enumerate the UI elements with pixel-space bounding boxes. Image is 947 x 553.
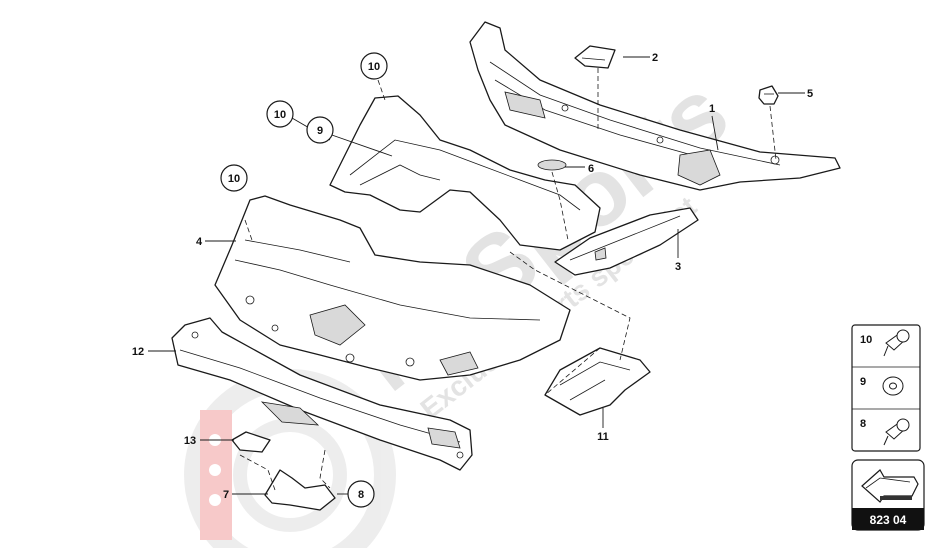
callout-10c-circle <box>220 164 248 192</box>
callout-10b: 10 <box>274 109 286 121</box>
callout-9: 9 <box>317 125 323 137</box>
part-3-side-panel <box>554 207 699 276</box>
reference-code: 823 04 <box>870 513 907 527</box>
legend-item-10-number: 10 <box>860 334 872 346</box>
screw-icon <box>883 329 910 357</box>
callout-6: 6 <box>588 163 594 175</box>
reference-box: 823 04 <box>851 459 925 531</box>
callout-4: 4 <box>196 236 203 248</box>
part-4-front-undertray <box>214 195 571 381</box>
callout-8-circle <box>347 480 375 508</box>
arrow-view-icon <box>861 469 919 503</box>
part-2-bracket <box>574 45 616 69</box>
part-11-guard-plate <box>544 347 651 416</box>
callout-5: 5 <box>807 88 813 100</box>
part-5-clip <box>758 85 779 105</box>
legend-item-8-number: 8 <box>860 418 866 430</box>
part-12-front-beam <box>171 317 473 471</box>
callout-9-circle <box>306 116 334 144</box>
callout-2: 2 <box>652 52 658 64</box>
washer-icon <box>882 376 904 396</box>
callout-11: 11 <box>597 431 609 443</box>
callout-1: 1 <box>709 103 715 115</box>
hardware-legend: 10 9 8 <box>851 324 921 452</box>
callout-7: 7 <box>223 489 229 501</box>
screw-icon <box>883 418 910 446</box>
callout-13: 13 <box>184 435 196 447</box>
callout-10a-circle <box>360 52 388 80</box>
callout-10a: 10 <box>368 61 380 73</box>
callout-10c: 10 <box>228 173 240 185</box>
part-13-bracket <box>231 431 271 453</box>
callout-10b-circle <box>266 100 294 128</box>
leader-lines <box>148 56 805 495</box>
legend-item-9-number: 9 <box>860 376 866 388</box>
reference-code-bar <box>852 508 924 530</box>
callout-12: 12 <box>132 346 144 358</box>
callout-3: 3 <box>675 261 681 273</box>
callout-8: 8 <box>358 489 364 501</box>
connection-lines <box>239 68 777 491</box>
callouts: 1 2 3 4 5 6 7 8 9 10 10 10 11 12 13 <box>132 52 813 508</box>
part-6-seal <box>537 159 567 171</box>
part-7-lower-bracket <box>264 469 336 511</box>
part-9-undertray-liner <box>329 95 601 251</box>
part-1-cowl-panel <box>469 21 841 191</box>
